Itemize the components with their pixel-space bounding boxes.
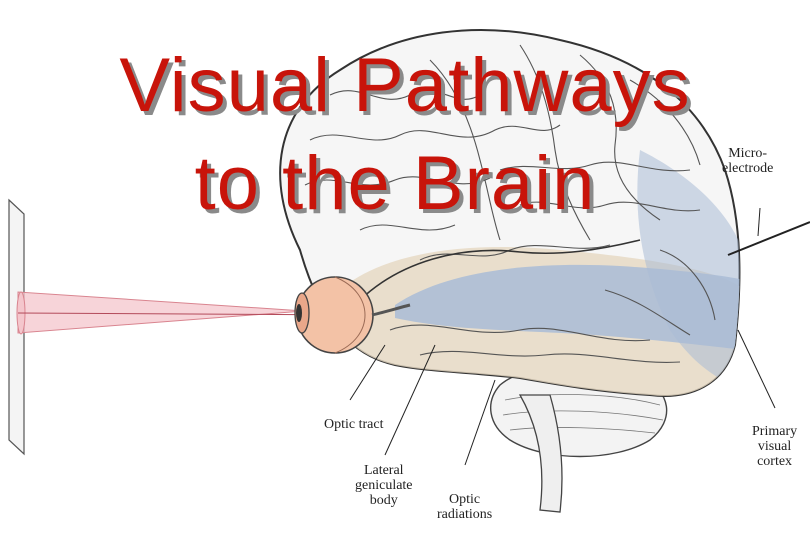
label-optic-tract: Optic tract <box>324 417 384 432</box>
label-lateral-geniculate-body: Lateral geniculate body <box>355 463 413 508</box>
projection-screen <box>8 198 25 456</box>
eye <box>294 276 374 354</box>
page-title-line-1: Visual Pathways <box>119 43 691 128</box>
label-primary-visual-cortex: Primary visual cortex <box>752 424 798 469</box>
page-title-line-2: to the Brain <box>194 141 596 226</box>
brain-stem <box>518 394 563 513</box>
label-optic-radiations: Optic radiations <box>437 492 493 522</box>
label-microelectrode: Micro- electrode <box>722 146 774 176</box>
microelectrode <box>727 207 810 256</box>
optic-nerve <box>371 303 411 317</box>
leader-lines <box>349 329 776 466</box>
